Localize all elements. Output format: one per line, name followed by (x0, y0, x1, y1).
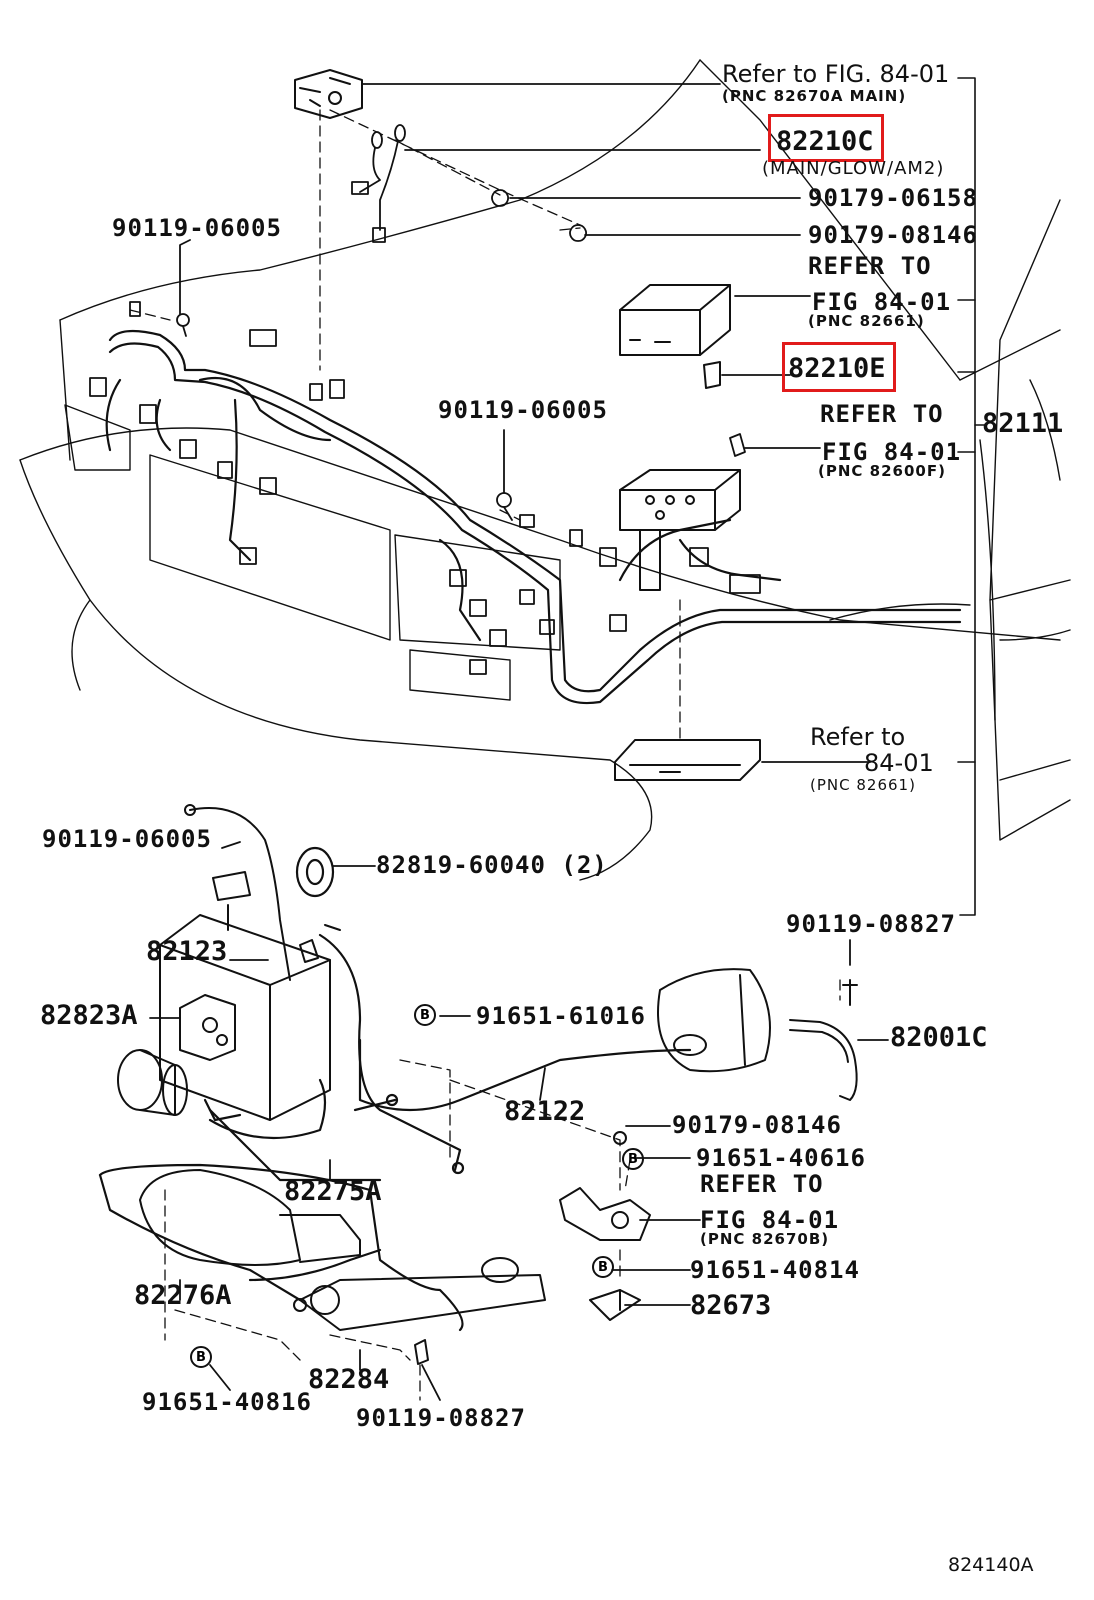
part-90119-08827-bottom: 90119-08827 (356, 1404, 526, 1432)
part-91651-40814: 91651-40814 (690, 1256, 860, 1284)
relay-small (729, 433, 746, 457)
battery-cables (203, 933, 692, 1182)
fig-84-01-c: FIG 84-01 (700, 1206, 840, 1234)
bolt-symbol-icon: B (414, 1004, 436, 1026)
part-82210c: 82210C (776, 126, 874, 157)
part-82275a: 82275A (284, 1176, 382, 1207)
fig-84-01-c-pnc: (PNC 82670B) (700, 1230, 830, 1248)
part-91651-40816: 91651-40816 (142, 1388, 312, 1416)
refer-to-3: REFER TO (700, 1170, 824, 1198)
part-82122: 82122 (504, 1096, 586, 1127)
part-82823a: 82823A (40, 1000, 138, 1031)
part-82111: 82111 (982, 408, 1064, 439)
fuse-holder-lower (614, 739, 761, 781)
front-grille (64, 404, 561, 701)
part-82001c: 82001C (890, 1022, 988, 1053)
wire-lower-left (184, 804, 291, 981)
part-82819-60040: 82819-60040 (2) (376, 851, 608, 879)
bolt-symbol-icon: B (622, 1148, 644, 1170)
diagram-code: 824140A (948, 1554, 1034, 1576)
refer-to-lower-pnc: (PNC 82661) (810, 776, 916, 794)
grommet-82819 (295, 846, 335, 898)
starter-motor (657, 968, 771, 1073)
connector-82823a (179, 994, 236, 1061)
part-90179-08146-low: 90179-08146 (672, 1111, 842, 1139)
relay-block-top (294, 69, 363, 119)
car-body-outline (19, 59, 1071, 881)
callout-pnc-82670a-main: (PNC 82670A MAIN) (722, 87, 907, 105)
part-90179-08146-top: 90179-08146 (808, 221, 978, 249)
fig-84-01-b: FIG 84-01 (822, 438, 962, 466)
part-90119-06005-mid: 90119-06005 (438, 396, 608, 424)
part-82284: 82284 (308, 1364, 390, 1395)
part-82673: 82673 (690, 1290, 772, 1321)
refer-to-2: REFER TO (820, 400, 944, 428)
fuse-sub-harness (351, 124, 587, 243)
clamp-82670b (559, 1187, 651, 1241)
highlight-82210c (768, 114, 884, 162)
fuse-82210e (703, 361, 721, 389)
fig-84-01-b-pnc: (PNC 82600F) (818, 462, 946, 480)
junction-block-mid (619, 469, 741, 591)
relay-box-82123 (159, 914, 341, 1121)
group-bracket-82111 (957, 77, 986, 916)
fig-84-01-a: FIG 84-01 (812, 288, 952, 316)
bracket-82673 (589, 1289, 641, 1321)
fuse-box-upper (619, 284, 731, 356)
part-82210e: 82210E (788, 353, 886, 384)
part-82210c-subtitle: (MAIN/GLOW/AM2) (762, 158, 945, 179)
part-82276a: 82276A (134, 1280, 232, 1311)
part-90119-06005-left: 90119-06005 (42, 825, 212, 853)
lower-harness (98, 1163, 464, 1332)
fig-84-01-a-pnc: (PNC 82661) (808, 312, 925, 330)
ground-strap-82001c (789, 979, 858, 1101)
harness-connectors (89, 301, 761, 675)
dashed-assembly-lines (129, 109, 841, 1401)
horn-unit (117, 1049, 188, 1116)
bolt-symbol-icon: B (592, 1256, 614, 1278)
part-91651-61016: 91651-61016 (476, 1002, 646, 1030)
bolt-symbol-icon: B (190, 1346, 212, 1368)
callout-refer-fig-84-01-main: Refer to FIG. 84-01 (722, 60, 950, 88)
battery-tray (139, 1169, 546, 1331)
highlight-82210e (782, 342, 896, 392)
part-90119-06005-top: 90119-06005 (112, 214, 282, 242)
screw-bottom (414, 1339, 429, 1365)
refer-to-lower: Refer to (810, 723, 906, 751)
part-91651-40616: 91651-40616 (696, 1144, 866, 1172)
leader-lines (149, 83, 889, 1401)
part-82123: 82123 (146, 936, 228, 967)
refer-to-lower-fig: 84-01 (864, 749, 934, 777)
part-90119-08827-right: 90119-08827 (786, 910, 956, 938)
part-90179-06158: 90179-06158 (808, 184, 978, 212)
refer-to-1: REFER TO (808, 252, 932, 280)
